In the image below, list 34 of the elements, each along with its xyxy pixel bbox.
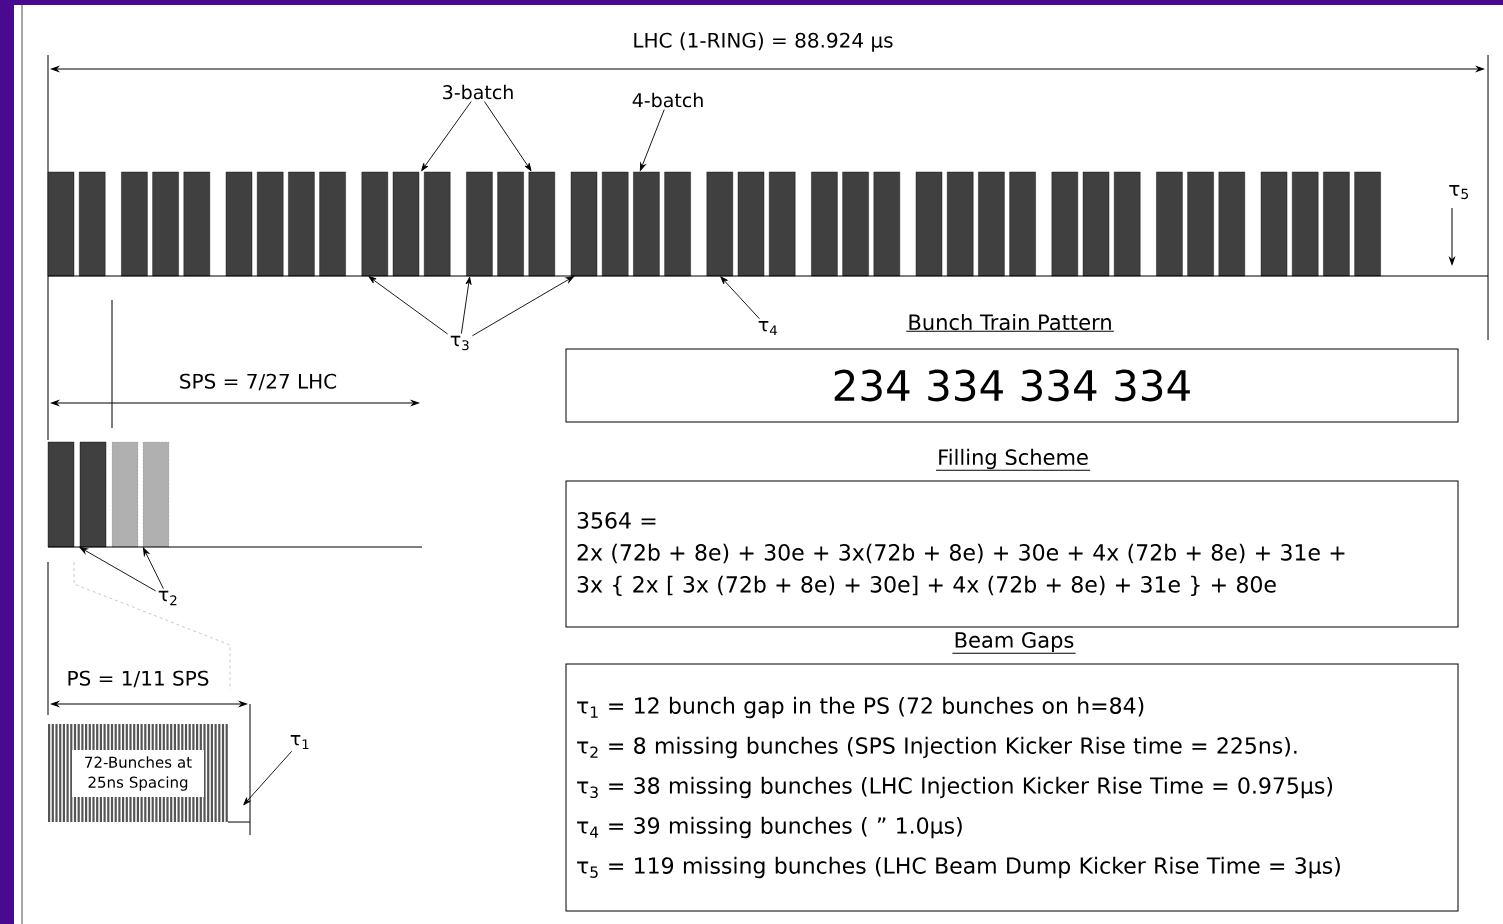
leader-arrow	[142, 547, 164, 590]
tau-label: τ$_{3}$	[450, 335, 469, 351]
leader-arrow	[471, 276, 575, 337]
dimension-label: PS = 1/11 SPS	[68, 670, 209, 688]
tau-label: τ$_{2}$	[158, 590, 177, 606]
node-label: τ$_{5}$ = 119 missing bunches (LHC Beam Dump Kicker Rise Time = 3µs)	[577, 856, 1340, 879]
section-heading: Filling Scheme	[935, 448, 1091, 471]
node-label: τ$_{2}$ = 8 missing bunches (SPS Injection Kicker Rise time = 225ns).	[577, 736, 1297, 759]
leader-arrow	[79, 547, 157, 592]
bunch-train-drawing	[47, 441, 170, 548]
train-label: 72-Bunches at 25ns Spacing	[72, 750, 204, 797]
node-label: τ$_{3}$ = 38 missing bunches (LHC Injection Kicker Rise Time = 0.975µs)	[577, 776, 1333, 799]
leader-arrow	[243, 750, 293, 806]
batch-label: 4-batch	[632, 92, 703, 108]
pattern-box: 234 334 334 334	[565, 348, 1459, 423]
dimension-label: LHC (1-RING) = 88.924 µs	[634, 32, 893, 52]
tau-label: τ$_{4}$	[758, 320, 777, 336]
tau-label: τ$_{5}$	[1449, 184, 1468, 200]
scheme-box: 3564 = 2x (72b + 8e) + 30e + 3x(72b + 8e) + 30e + 4x (72b + 8e) + 31e + 3x { 2x [ 3x (72b + 8e) + 30e] + 4x (72b + 8e) + 31e } + 80e	[565, 480, 1459, 628]
leader-arrow	[421, 101, 472, 172]
leader-arrow	[484, 101, 532, 172]
tau-label: τ$_{1}$	[290, 734, 309, 750]
leader-arrow	[460, 276, 472, 334]
dimension-label: SPS = 7/27 LHC	[180, 373, 337, 391]
node-label: τ$_{4}$ = 39 missing bunches ( ” 1.0µs)	[577, 816, 962, 839]
node-label: τ$_{1}$ = 12 bunch gap in the PS (72 bunches on h=84)	[577, 696, 1144, 719]
leader-arrow	[639, 109, 665, 171]
gap-list-box: τ$_{1}$ = 12 bunch gap in the PS (72 bunches on h=84) τ$_{2}$ = 8 missing bunches (SPS Injection Kicker Rise time = 225ns). τ$_{3}$ = 38 missing bunches (LHC Injection Kicker Rise Time = 0.975µs) τ$_{4}$ = 39 missing bunches ( ” 1.0µs) τ$_{5}$ = 119 missing bunches (LHC Beam Dump Kicker Rise Time = 3µs)	[565, 663, 1459, 912]
section-heading: Beam Gaps	[951, 632, 1077, 654]
bunch-train-drawing	[47, 171, 1414, 277]
section-heading: Bunch Train Pattern	[905, 313, 1115, 332]
leader-arrow	[368, 276, 449, 335]
batch-label: 3-batch	[443, 84, 513, 100]
leader-arrow	[720, 276, 760, 320]
